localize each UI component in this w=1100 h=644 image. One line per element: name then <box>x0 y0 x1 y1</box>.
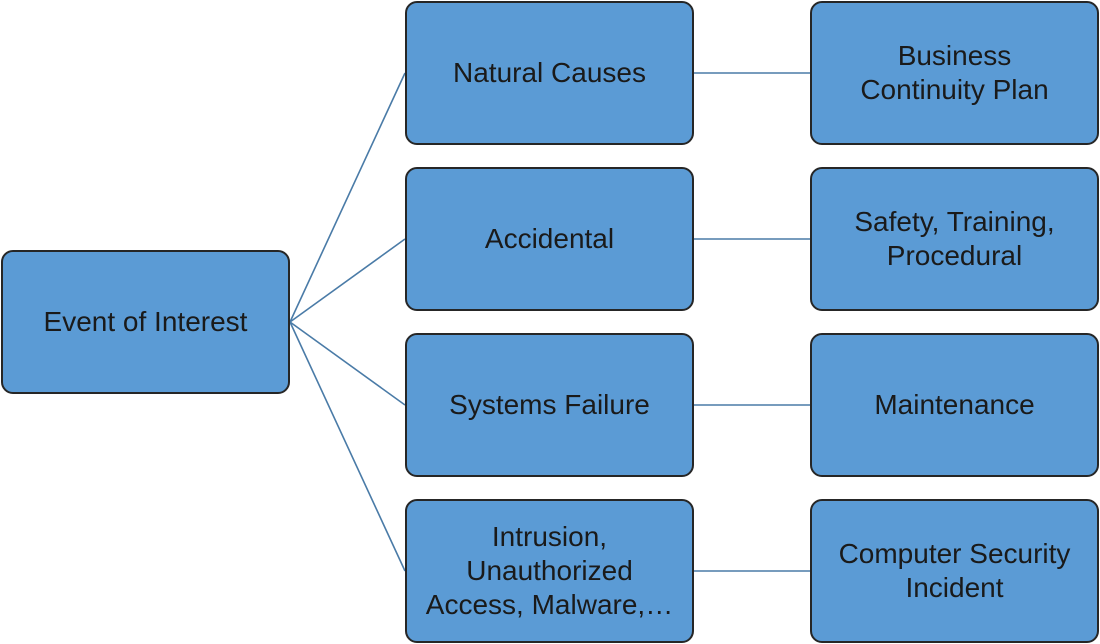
root-node-event-of-interest: Event of Interest <box>1 250 290 394</box>
category-label: Natural Causes <box>453 56 646 88</box>
category-node-accidental: Accidental <box>405 167 694 311</box>
connector-root-to-natural-causes <box>289 72 406 323</box>
response-node-safety-training-procedural: Safety, Training, Procedural <box>810 167 1099 311</box>
response-label: Computer Security Incident <box>838 537 1071 603</box>
response-node-maintenance: Maintenance <box>810 333 1099 477</box>
category-label: Systems Failure <box>449 388 650 420</box>
response-node-computer-security-incident: Computer Security Incident <box>810 499 1099 643</box>
category-label: Accidental <box>484 222 615 254</box>
category-node-systems-failure: Systems Failure <box>405 333 694 477</box>
connector-root-to-accidental <box>289 238 406 323</box>
response-node-business-continuity-plan: Business Continuity Plan <box>810 1 1099 145</box>
response-label: Safety, Training, Procedural <box>854 205 1055 271</box>
connector-root-to-systems-failure <box>289 321 406 406</box>
response-label: Maintenance <box>874 388 1035 420</box>
category-label: Intrusion, Unauthorized Access, Malware,… <box>425 520 674 621</box>
connector-root-to-intrusion <box>289 321 406 572</box>
response-label: Business Continuity Plan <box>860 39 1049 105</box>
category-node-intrusion: Intrusion, Unauthorized Access, Malware,… <box>405 499 694 643</box>
category-node-natural-causes: Natural Causes <box>405 1 694 145</box>
root-node-label: Event of Interest <box>43 305 248 337</box>
